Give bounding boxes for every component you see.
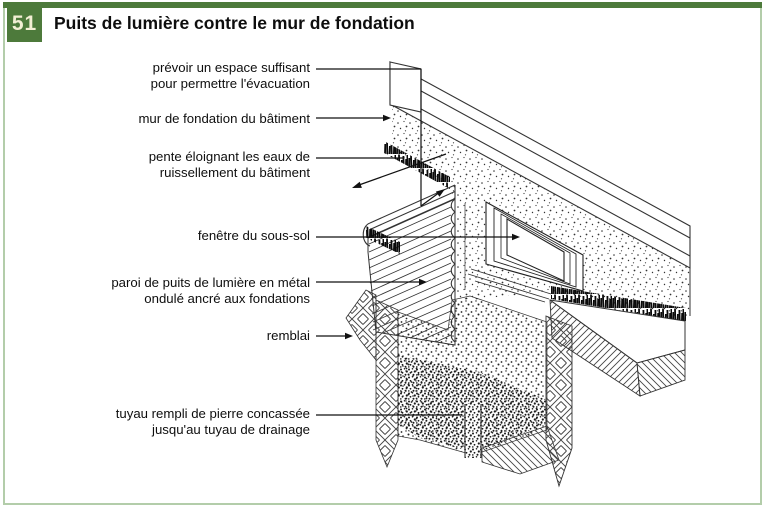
backfill-hatch-left bbox=[345, 289, 399, 469]
figure-number-badge: 51 bbox=[7, 5, 42, 42]
label-basement-window: fenêtre du sous-sol bbox=[197, 228, 310, 243]
label-well-wall: paroi de puits de lumière en métal ondul… bbox=[111, 275, 310, 306]
drain-pipe-shape bbox=[464, 404, 482, 458]
foundation-wall-face bbox=[392, 104, 691, 318]
crushed-stone-dense bbox=[398, 355, 547, 452]
label-backfill: remblai bbox=[266, 328, 310, 343]
grass-well-rim bbox=[366, 226, 400, 254]
window-sill bbox=[467, 268, 552, 303]
top-accent-bar bbox=[3, 2, 762, 8]
subsoil-hatch bbox=[481, 425, 560, 475]
grass-left bbox=[384, 141, 450, 189]
grass-right bbox=[551, 286, 686, 321]
leader-arrowheads bbox=[345, 114, 520, 340]
ground-platform bbox=[549, 299, 686, 397]
grass bbox=[366, 141, 686, 321]
building-siding bbox=[389, 61, 691, 269]
leader-lines bbox=[316, 68, 512, 416]
leader-evacuation-space bbox=[316, 68, 441, 207]
label-runoff-slope: pente éloignant les eaux de ruissellemen… bbox=[148, 149, 310, 180]
label-evacuation-space: prévoir un espace suffisant pour permett… bbox=[150, 60, 310, 91]
label-foundation-wall: mur de fondation du bâtiment bbox=[138, 111, 310, 126]
window-glass bbox=[506, 218, 565, 282]
figure-title: Puits de lumière contre le mur de fondat… bbox=[54, 13, 415, 33]
basement-window bbox=[485, 201, 584, 292]
label-drain-pipe: tuyau rempli de pierre concassée jusqu'a… bbox=[115, 406, 310, 437]
leader-runoff-slope bbox=[316, 153, 447, 186]
